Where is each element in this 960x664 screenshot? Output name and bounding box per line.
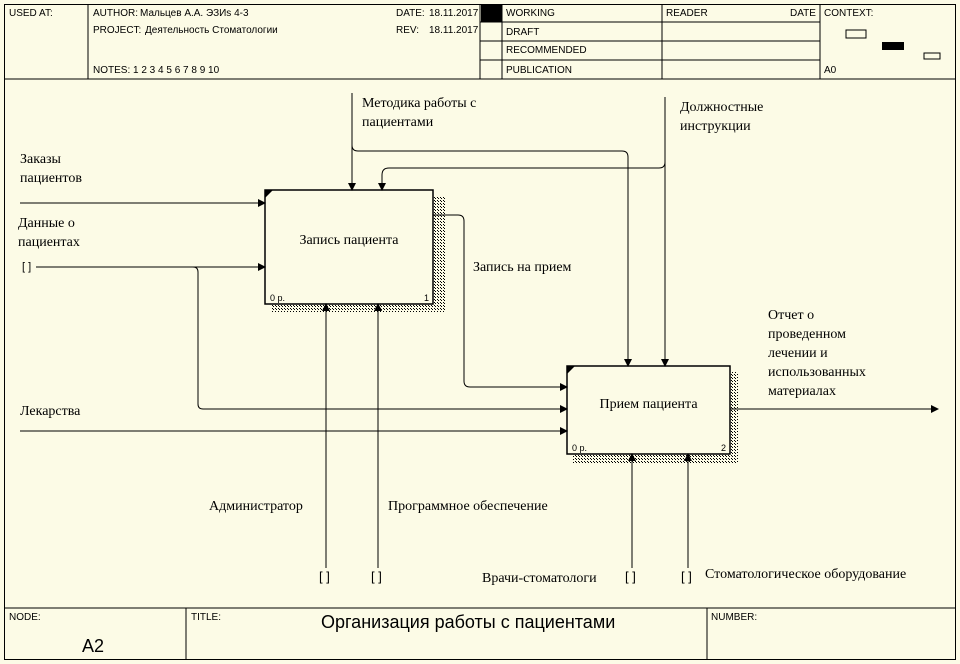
box1-cost: 0 р. bbox=[270, 293, 286, 303]
label-administrator: Администратор bbox=[209, 499, 303, 514]
box2-cost: 0 р. bbox=[572, 443, 588, 453]
rev-value: 18.11.2017 bbox=[429, 25, 479, 36]
tunnel-software: [ ] bbox=[371, 569, 382, 584]
used-at-label: USED AT: bbox=[9, 8, 53, 19]
reader-label: READER bbox=[666, 8, 708, 19]
context-box-2 bbox=[882, 42, 904, 50]
footer-grid bbox=[4, 607, 956, 660]
context-box-1 bbox=[845, 29, 867, 39]
number-label: NUMBER: bbox=[711, 612, 758, 623]
notes-value: 1 2 3 4 5 6 7 8 9 10 bbox=[133, 65, 220, 76]
date-label: DATE: bbox=[396, 8, 425, 19]
project-label: PROJECT: bbox=[93, 25, 142, 36]
author-label: AUTHOR: bbox=[93, 8, 138, 19]
title-label: TITLE: bbox=[191, 612, 222, 623]
context-node: A0 bbox=[824, 65, 837, 76]
status-draft: DRAFT bbox=[506, 27, 540, 38]
label-dentists: Врачи-стоматологи bbox=[482, 571, 597, 586]
date-value: 18.11.2017 bbox=[429, 8, 479, 19]
node-value: A2 bbox=[82, 636, 105, 656]
activity-box-2 bbox=[566, 365, 731, 455]
arrow-instructions-branch bbox=[378, 161, 666, 191]
label-orders: Заказы пациентов bbox=[20, 152, 82, 186]
arrow-patient-data-branch bbox=[192, 266, 568, 413]
label-appointment: Запись на прием bbox=[473, 260, 572, 275]
label-medicines: Лекарства bbox=[20, 404, 81, 419]
status-publication: PUBLICATION bbox=[506, 65, 572, 76]
label-instructions: Должностные инструкции bbox=[680, 100, 764, 134]
reader-date-label: DATE bbox=[790, 8, 816, 19]
author-value: Мальцев А.А. ЭЗИs 4-3 bbox=[140, 8, 249, 19]
label-report: Отчет о проведенном лечении и использова… bbox=[768, 308, 866, 399]
activity-box-1 bbox=[264, 189, 434, 305]
context-box-3 bbox=[923, 52, 941, 60]
label-patient-data: Данные о пациентах bbox=[18, 216, 80, 250]
tunnel-equipment: [ ] bbox=[681, 569, 692, 584]
box1-title: Запись пациента bbox=[299, 233, 399, 248]
box2-title: Прием пациента bbox=[599, 397, 698, 412]
box2-number: 2 bbox=[721, 443, 727, 453]
tunnel-dentists: [ ] bbox=[625, 569, 636, 584]
status-recommended: RECOMMENDED bbox=[506, 45, 587, 56]
label-equipment: Стоматологическое оборудование bbox=[705, 567, 907, 582]
box1-number: 1 bbox=[424, 293, 430, 303]
tunnel-patient-data: [ ] bbox=[22, 261, 32, 273]
arrow-appointment bbox=[433, 214, 568, 391]
project-value: Деятельность Стоматологии bbox=[145, 25, 278, 36]
rev-label: REV: bbox=[396, 25, 419, 36]
label-method: Методика работы с пациентами bbox=[362, 96, 477, 130]
notes-label: NOTES: bbox=[93, 65, 131, 76]
arrow-method-branch bbox=[351, 144, 632, 367]
status-working-marker bbox=[481, 5, 502, 22]
label-software: Программное обеспечение bbox=[388, 499, 548, 514]
tunnel-administrator: [ ] bbox=[319, 569, 330, 584]
context-label: CONTEXT: bbox=[824, 8, 874, 19]
node-label: NODE: bbox=[9, 612, 41, 623]
status-working: WORKING bbox=[506, 8, 555, 19]
page-title: Организация работы с пациентами bbox=[321, 612, 616, 632]
